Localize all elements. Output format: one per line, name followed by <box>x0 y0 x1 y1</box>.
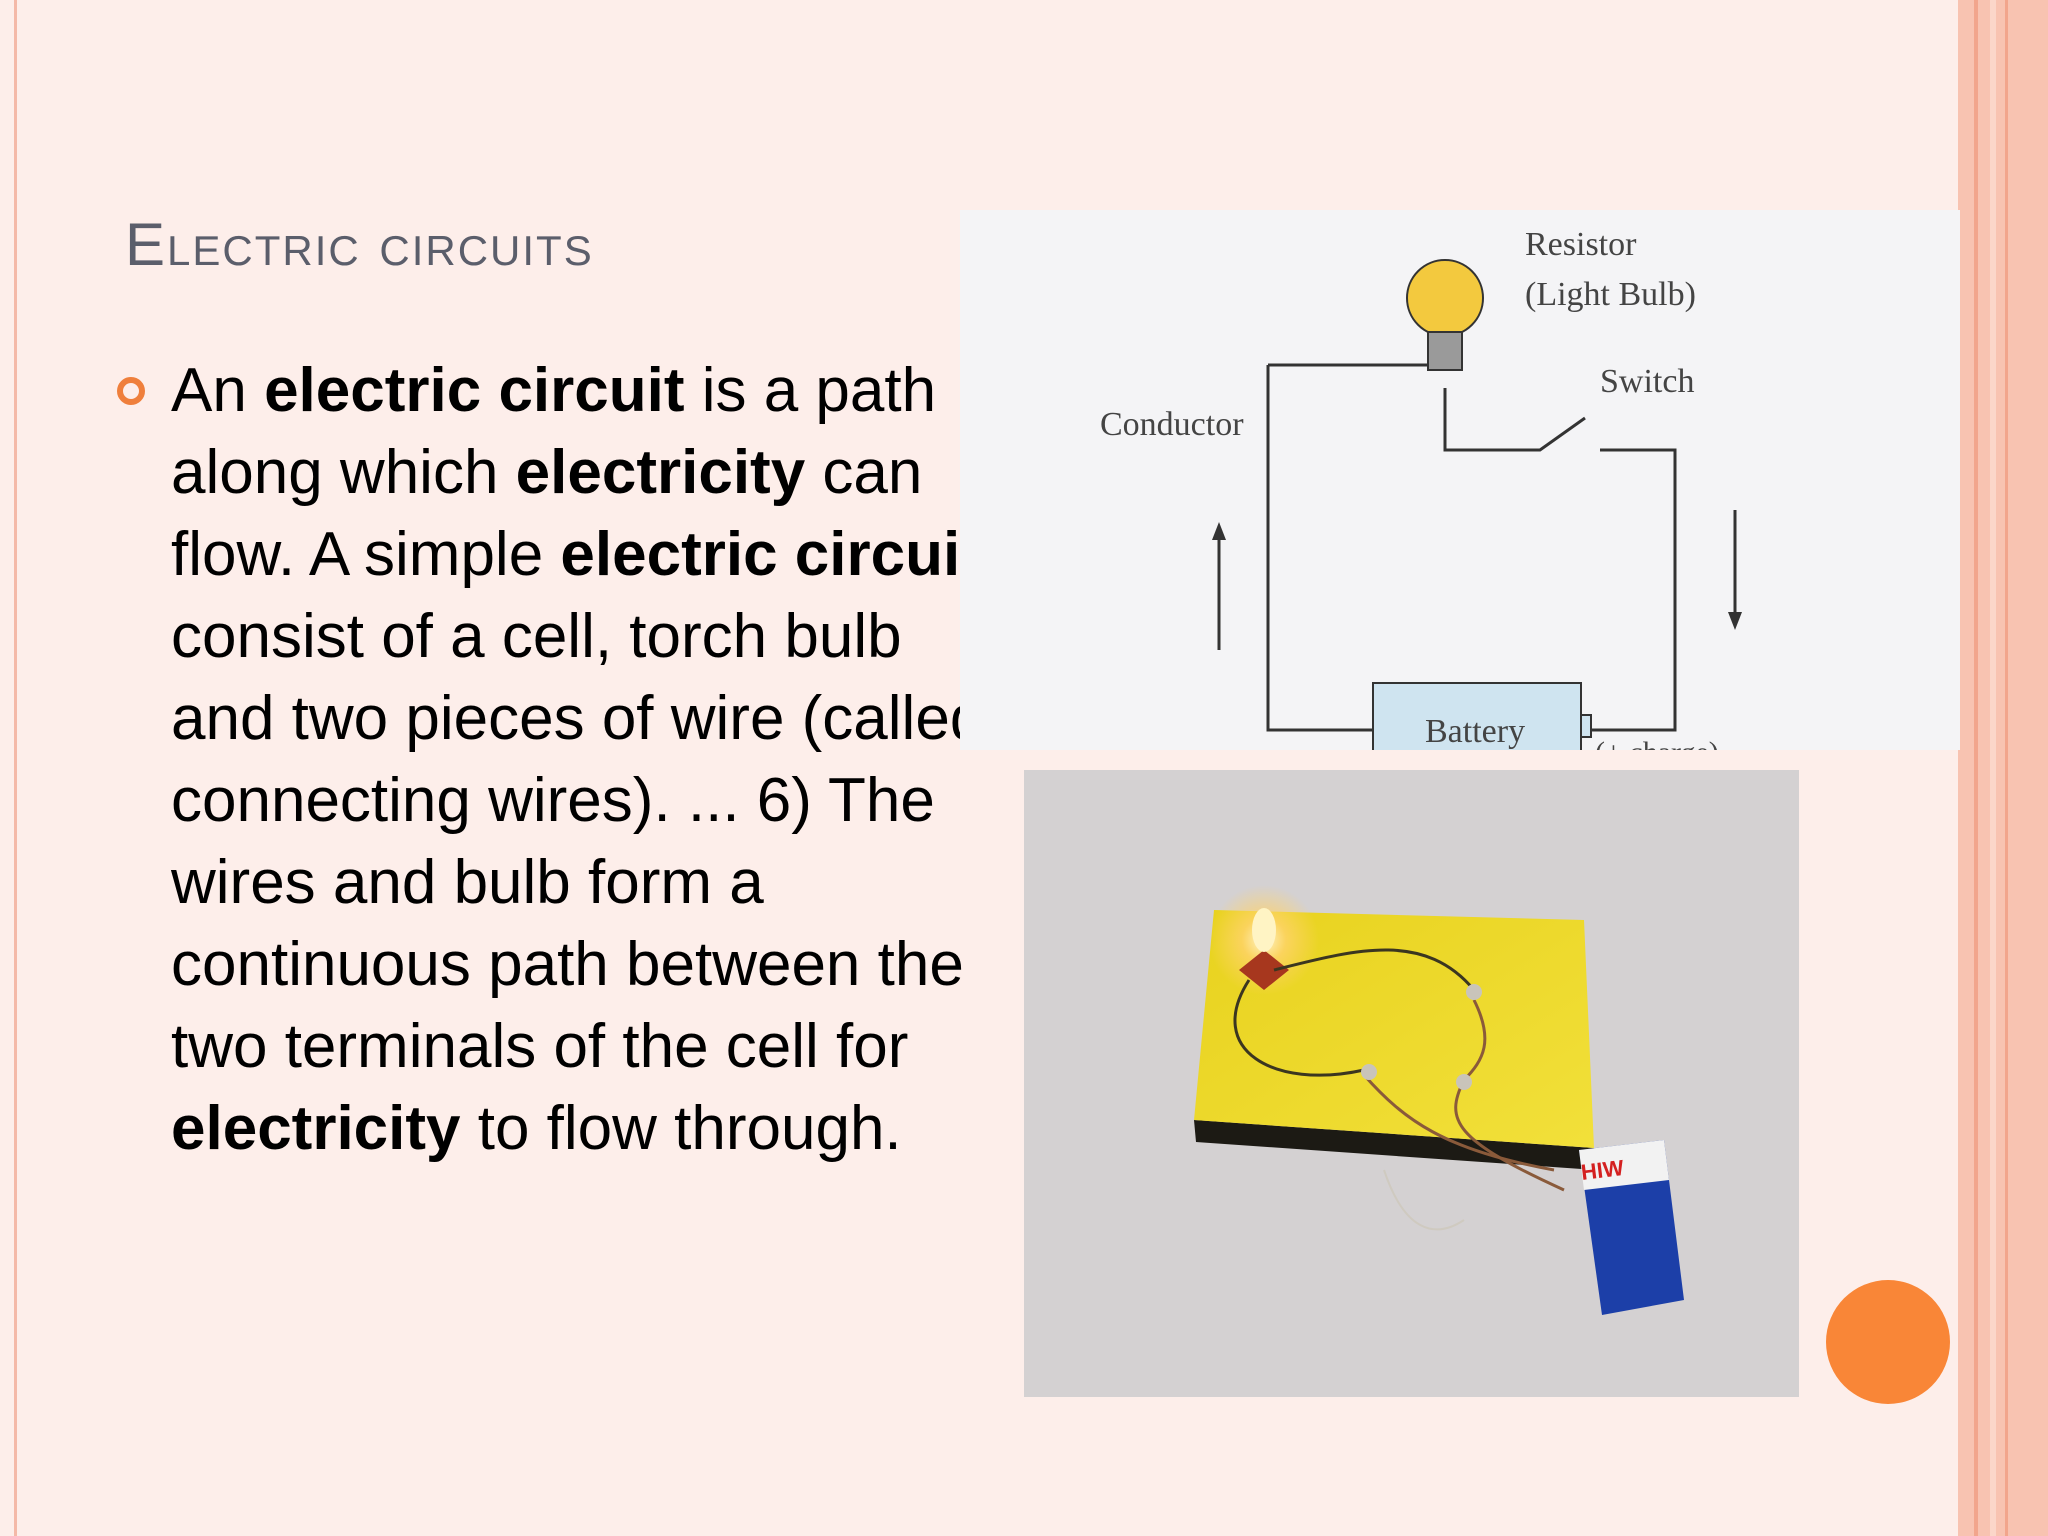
resistor-label: Resistor <box>1525 226 1637 263</box>
body-paragraph: An electric circuit is a path along whic… <box>171 350 1021 1170</box>
light-bulb-label: (Light Bulb) <box>1525 276 1696 313</box>
body-bold-term: electric circuit <box>560 520 981 589</box>
body-text-run: to flow through. <box>460 1094 902 1163</box>
conductor-label: Conductor <box>1100 406 1244 443</box>
body-bold-term: electricity <box>171 1094 461 1163</box>
glowing-bulb-icon <box>1252 908 1276 952</box>
decorative-orange-circle <box>1826 1280 1950 1404</box>
circuit-diagram: Resistor (Light Bulb) Switch Conductor B… <box>960 210 1960 750</box>
circuit-photo-svg: HIW <box>1024 770 1799 1397</box>
right-border-rule <box>2005 0 2008 1536</box>
battery-brand: HIW <box>1580 1155 1626 1185</box>
circuit-photo: HIW <box>1024 770 1799 1397</box>
slide-title: Electric circuits <box>125 211 594 278</box>
right-border-rule <box>1974 0 1978 1536</box>
body-text-run: consist of a cell, torch bulb and two pi… <box>171 602 985 1081</box>
battery-label: Battery <box>1425 713 1525 750</box>
body-bold-term: electricity <box>515 438 806 507</box>
body-text-run: can flow. A simple <box>171 438 923 589</box>
left-border-rule <box>14 0 17 1536</box>
switch-label: Switch <box>1600 363 1694 400</box>
body-text-run: is a path along which <box>171 356 937 507</box>
right-border-rule <box>1990 0 1996 1536</box>
body-bold-term: electric circuit <box>264 356 685 425</box>
circuit-diagram-svg: Resistor (Light Bulb) Switch Conductor B… <box>1100 226 1742 750</box>
battery-icon <box>1372 682 1582 750</box>
bullet-icon <box>117 377 145 405</box>
body-text-run: An <box>171 356 265 425</box>
light-bulb-icon <box>1406 259 1484 337</box>
right-border-band <box>1958 0 2048 1536</box>
charge-label: (+ charge) <box>1595 736 1719 750</box>
